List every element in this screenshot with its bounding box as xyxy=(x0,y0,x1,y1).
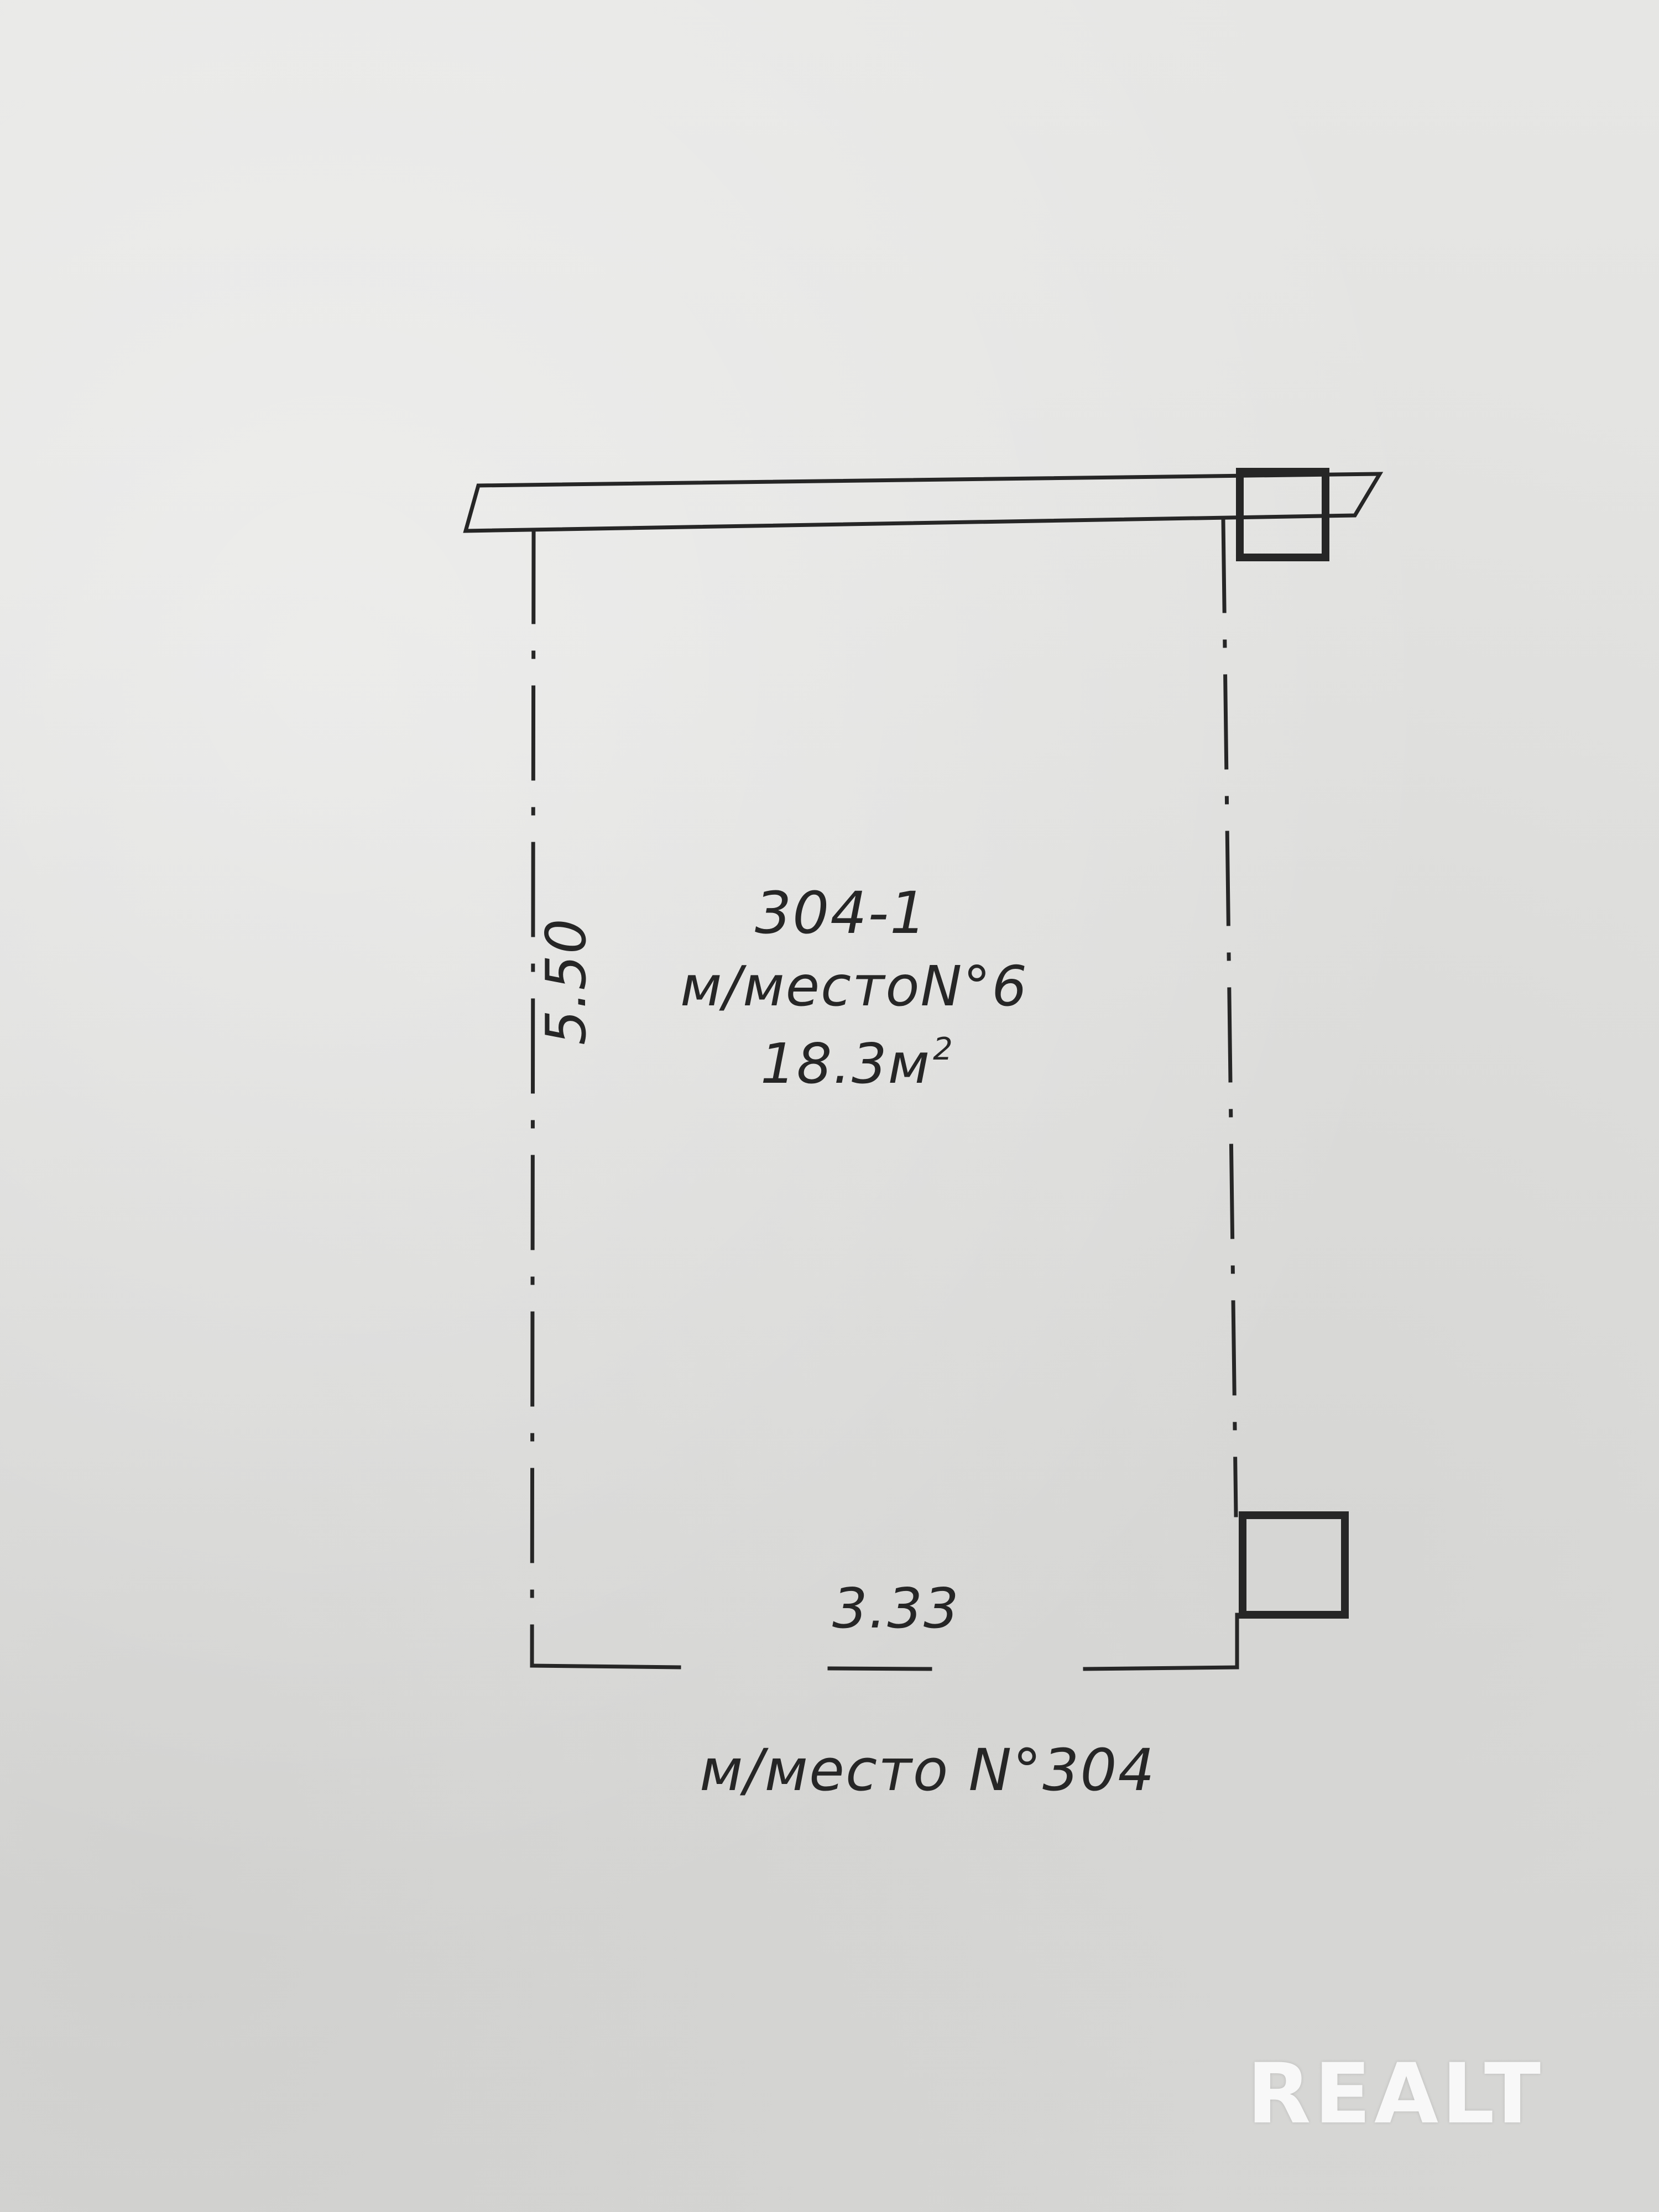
right-wall xyxy=(1221,518,1238,1517)
bottom-wall-right xyxy=(1083,1665,1239,1671)
realt-watermark-logo: REALT xyxy=(1247,2046,1545,2142)
top-wall xyxy=(463,472,1384,533)
room-area-unit-exponent: 2 xyxy=(933,1031,954,1067)
bottom-wall-middle xyxy=(827,1666,932,1671)
room-code: 304-1 xyxy=(755,879,928,947)
column-top-right xyxy=(1236,468,1329,561)
dimension-height: 5.50 xyxy=(534,917,598,1045)
column-bottom-right xyxy=(1239,1511,1349,1619)
bottom-wall-left xyxy=(530,1663,681,1670)
left-wall xyxy=(530,529,536,1668)
room-name: м/местоN°6 xyxy=(680,954,1028,1019)
neighbor-space-label: м/место N°304 xyxy=(700,1736,1156,1804)
dimension-width: 3.33 xyxy=(832,1576,960,1641)
room-area: 18.3м2 xyxy=(760,1031,954,1096)
room-area-value: 18.3м xyxy=(760,1031,931,1096)
